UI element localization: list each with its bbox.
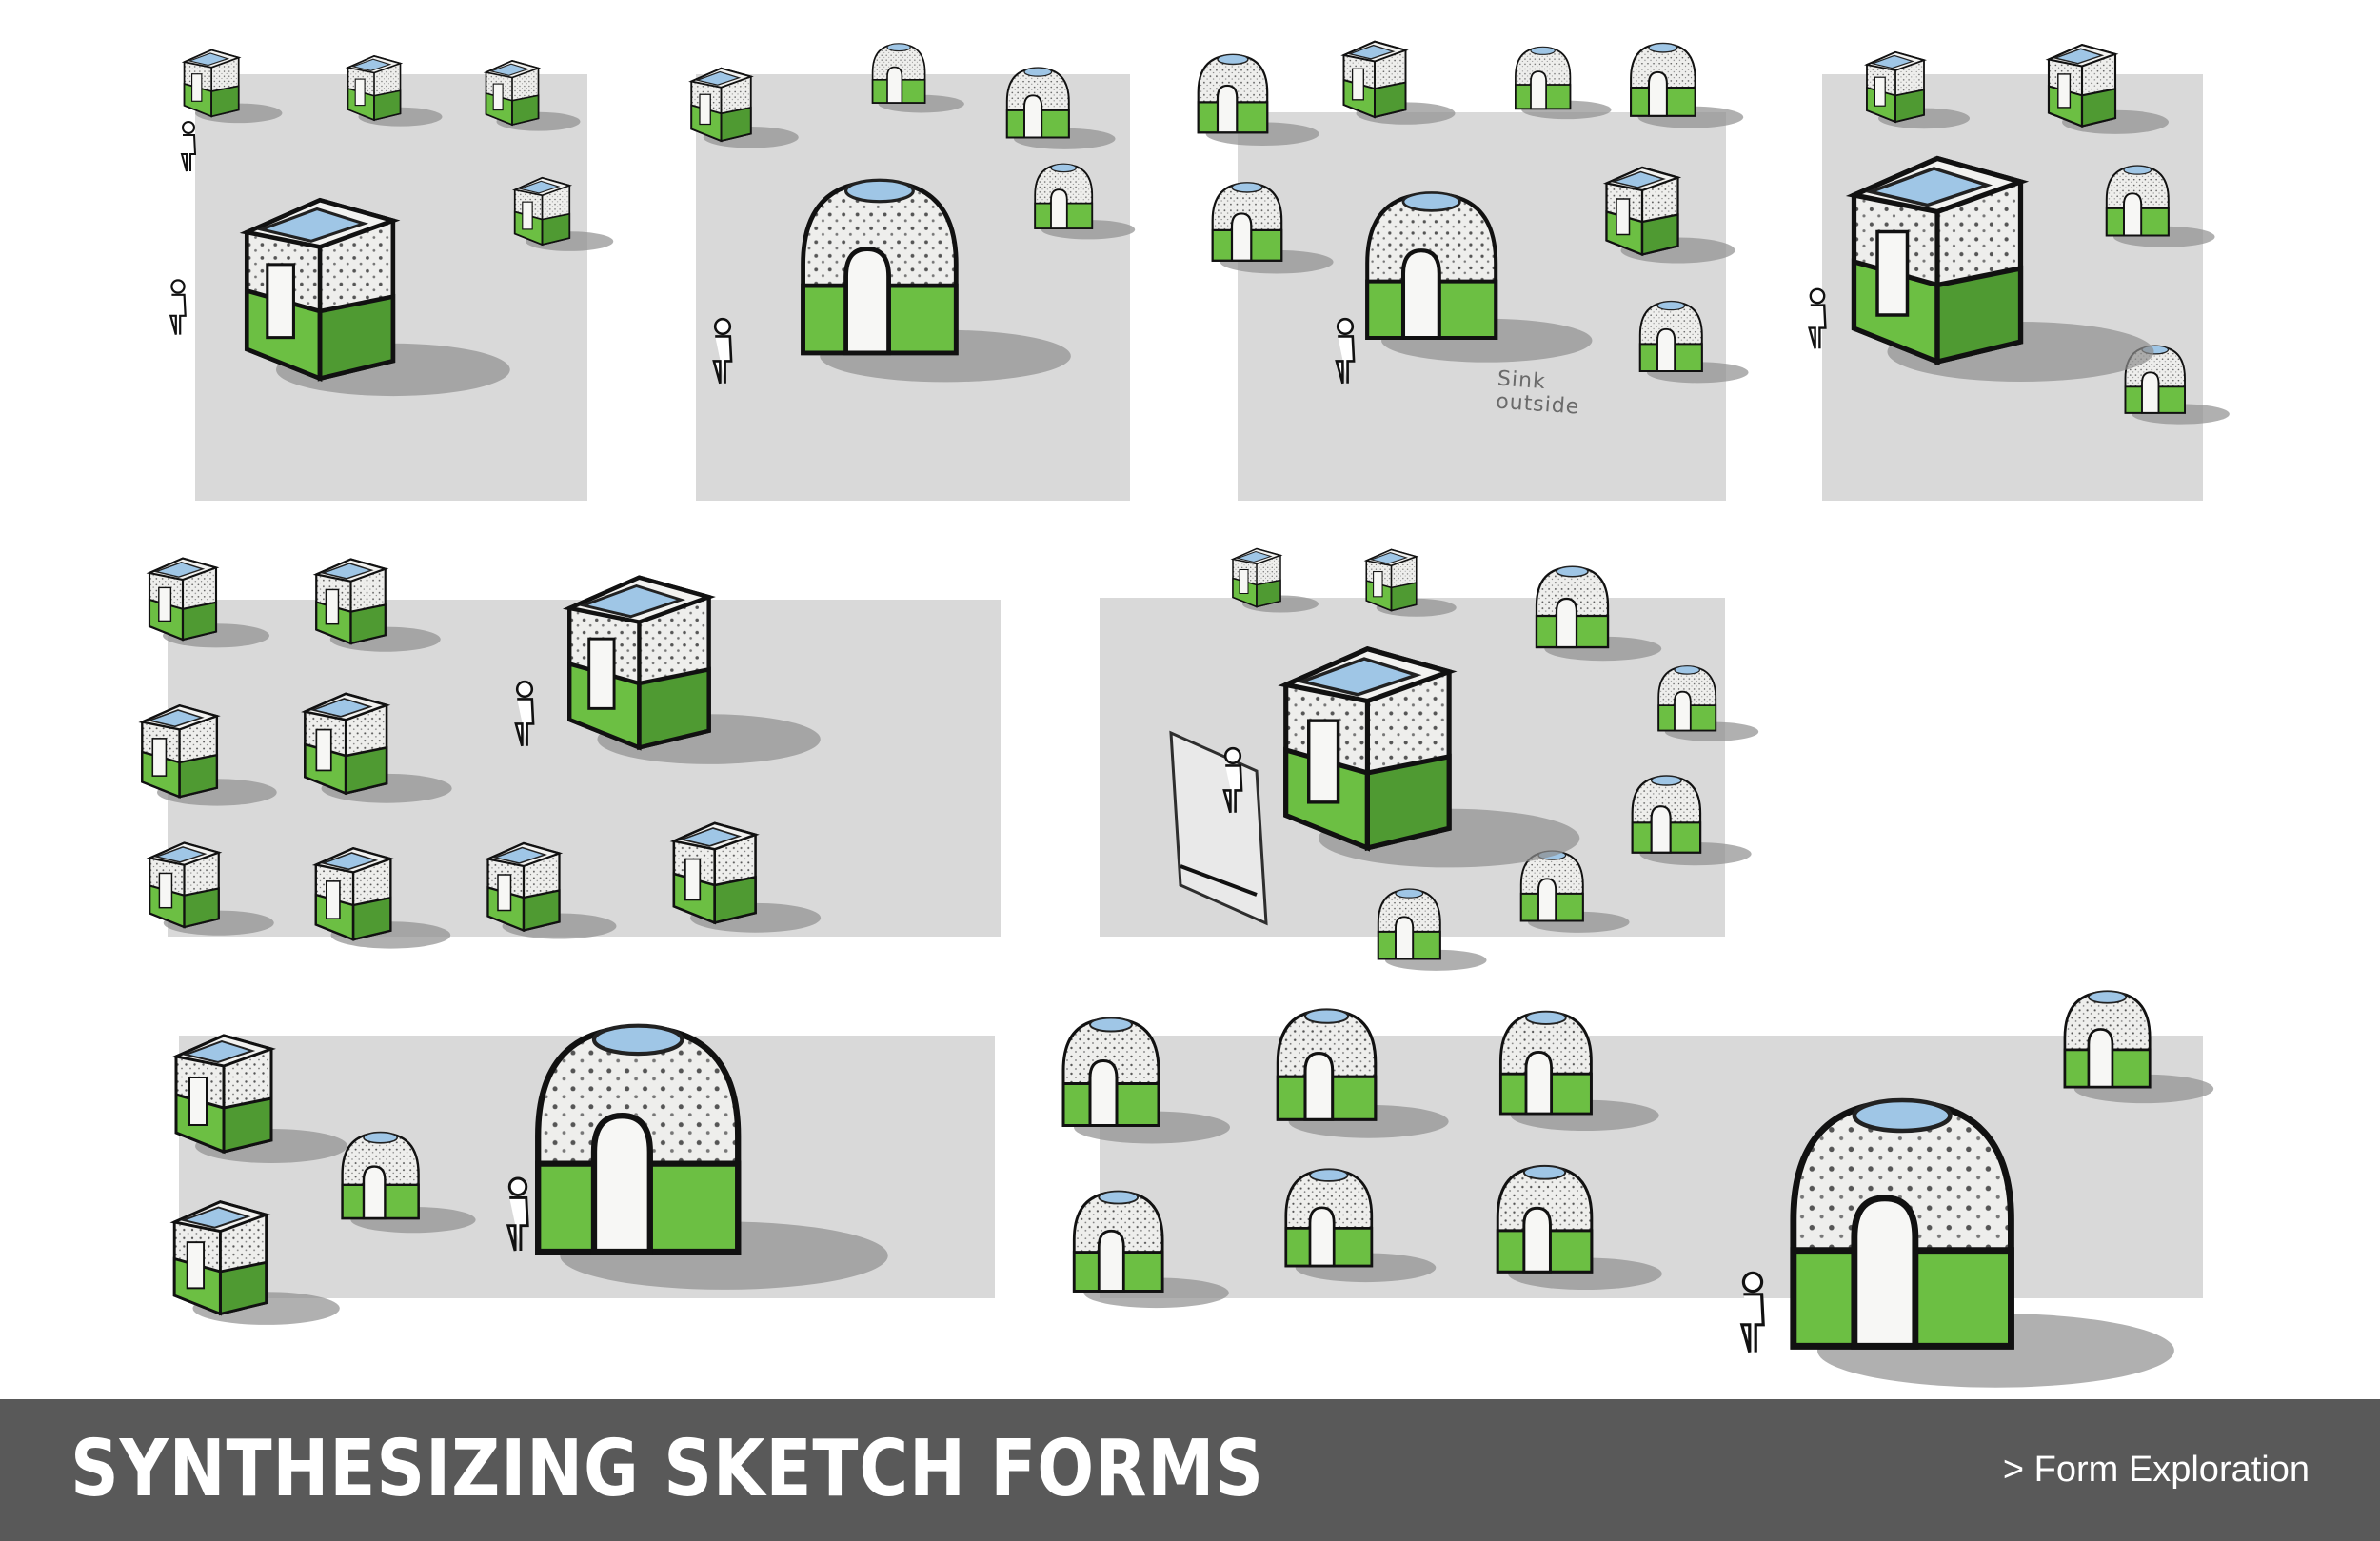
pod-sketch bbox=[1276, 1007, 1451, 1140]
pod-sketch bbox=[1630, 42, 1745, 129]
pod-sketch bbox=[1377, 888, 1488, 972]
pod-sketch bbox=[341, 1131, 477, 1235]
pod-sketch bbox=[1342, 40, 1457, 126]
pod-sketch-large bbox=[514, 1004, 914, 1299]
pod-sketch bbox=[1005, 67, 1117, 150]
pod-sketch bbox=[1232, 547, 1319, 614]
pod-sketch bbox=[315, 558, 442, 653]
pod-sketch bbox=[1496, 1164, 1664, 1292]
bench-shelter-sketch bbox=[1169, 730, 1268, 926]
person-figure bbox=[1335, 317, 1356, 385]
pod-sketch bbox=[1498, 1010, 1661, 1133]
pod-sketch-large bbox=[214, 188, 543, 393]
person-figure bbox=[506, 1176, 529, 1253]
pod-sketch bbox=[1631, 774, 1753, 867]
pod-sketch bbox=[1284, 1167, 1438, 1284]
pod-sketch bbox=[672, 821, 823, 935]
pod-sketch bbox=[1866, 50, 1971, 130]
sketch-board: Sink outside bbox=[141, 40, 2231, 1399]
pod-sketch-large bbox=[509, 566, 881, 761]
pod-sketch bbox=[174, 1034, 349, 1165]
pod-sketch bbox=[1061, 1017, 1232, 1145]
pod-sketch bbox=[149, 841, 275, 937]
pod-sketch bbox=[1072, 1190, 1231, 1310]
pod-sketch-large bbox=[743, 169, 1133, 384]
annotation-note: Sink outside bbox=[1495, 367, 1593, 421]
pod-sketch bbox=[304, 692, 453, 805]
pod-sketch bbox=[2047, 44, 2171, 135]
pod-sketch bbox=[1605, 166, 1736, 265]
person-figure bbox=[181, 121, 196, 172]
pod-sketch bbox=[314, 847, 452, 950]
pod-sketch bbox=[1211, 181, 1335, 275]
section-label: > Form Exploration bbox=[2002, 1450, 2310, 1490]
pod-sketch-large bbox=[1837, 133, 2171, 390]
person-figure bbox=[514, 680, 535, 748]
person-figure bbox=[712, 317, 733, 385]
pod-sketch bbox=[1657, 664, 1760, 742]
pod-sketch-large bbox=[1352, 157, 1609, 390]
pod-sketch-large bbox=[1747, 1085, 2223, 1390]
pod-sketch bbox=[1197, 53, 1320, 148]
pod-sketch-large bbox=[1266, 636, 1599, 864]
pod-sketch bbox=[148, 557, 271, 649]
pod-sketch bbox=[1365, 548, 1458, 618]
pod-sketch bbox=[871, 43, 965, 114]
pod-sketch bbox=[172, 1200, 342, 1327]
person-figure bbox=[169, 279, 187, 336]
pod-sketch bbox=[486, 841, 618, 940]
person-figure bbox=[1808, 287, 1827, 350]
pod-sketch bbox=[1515, 46, 1613, 121]
pod-sketch bbox=[1638, 300, 1750, 385]
pod-sketch bbox=[690, 67, 800, 149]
pod-sketch bbox=[485, 60, 582, 132]
person-figure bbox=[1740, 1271, 1765, 1354]
pod-sketch bbox=[183, 49, 284, 124]
footer-bar: SYNTHESIZING SKETCH FORMS > Form Explora… bbox=[0, 1399, 2380, 1541]
person-figure bbox=[1222, 746, 1243, 815]
pod-sketch bbox=[141, 704, 278, 807]
pod-sketch bbox=[347, 55, 444, 128]
page-title: SYNTHESIZING SKETCH FORMS bbox=[70, 1424, 1264, 1514]
